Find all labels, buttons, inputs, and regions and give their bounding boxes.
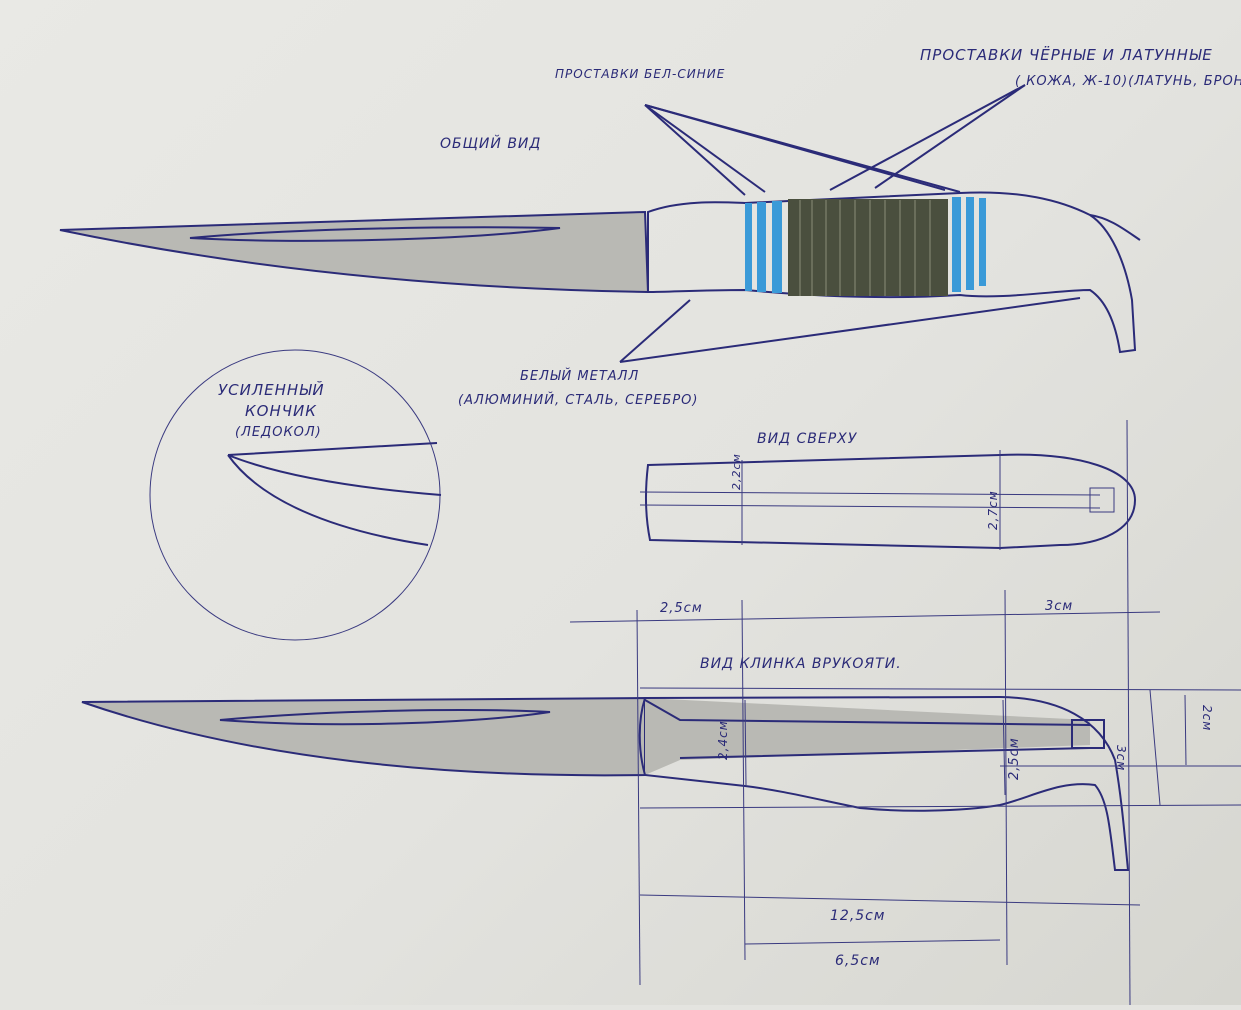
dim-top-width-rear: 2,7см (986, 490, 1000, 530)
label-spacers-white-blue: ПРОСТАВКИ БЕЛ-СИНИЕ (555, 67, 725, 81)
label-blade-in-handle: ВИД КЛИНКА ВРУКОЯТИ. (700, 656, 902, 672)
blade-in-handle-view: ВИД КЛИНКА ВРУКОЯТИ. 2,5см 3см 2,4см 2,5… (81, 419, 1241, 1006)
blade-fuller (189, 226, 561, 242)
blade (59, 210, 650, 294)
label-top-view: ВИД СВЕРХУ (757, 431, 858, 447)
label-white-metal-materials: (АЛЮМИНИЙ, СТАЛЬ, СЕРЕБРО) (458, 392, 698, 408)
label-tip-2: КОНЧИК (245, 402, 317, 420)
label-tip-3: (ЛЕДОКОЛ) (235, 425, 322, 440)
top-view: ВИД СВЕРХУ 2,2см 2,7см (639, 431, 1137, 550)
dim-pommel-height: 3см (1114, 745, 1128, 771)
spacer-stripes (799, 200, 931, 296)
dim-top-width-front: 2,2см (730, 453, 743, 490)
label-white-metal: БЕЛЫЙ МЕТАЛЛ (520, 368, 639, 384)
leader-arrows (619, 84, 1081, 363)
dim-handle-total-length: 12,5см (830, 908, 885, 924)
dim-handle-height-front: 2,4см (716, 720, 730, 760)
dim-grip-length: 6,5см (835, 953, 881, 969)
label-spacers-black-brass: ПРОСТАВКИ ЧЁРНЫЕ И ЛАТУННЫЕ (920, 45, 1213, 64)
dim-pommel-length: 3см (1045, 599, 1073, 614)
label-tip-1: УСИЛЕННЫЙ (218, 380, 325, 399)
spacers-black-brass (788, 199, 948, 296)
handle (647, 191, 1137, 354)
tang (645, 698, 1090, 775)
blade-2 (81, 696, 646, 777)
spacers-white-blue-front (745, 201, 782, 293)
knife-general-view: ОБЩИЙ ВИД ПРОСТАВКИ БЕЛ-СИНИЕ ПРОСТАВКИ … (59, 45, 1241, 408)
label-general-view: ОБЩИЙ ВИД (440, 134, 541, 152)
dim-tang-end-height: 2см (1200, 705, 1214, 731)
pommel-top (1089, 214, 1141, 241)
label-spacers-materials: ( КОЖА, Ж-10)(ЛАТУНЬ, БРОНЗА) (1015, 74, 1241, 89)
tip-detail: УСИЛЕННЫЙ КОНЧИК (ЛЕДОКОЛ) (149, 349, 442, 641)
dim-guard-length: 2,5см (660, 601, 703, 616)
spacers-white-blue-rear (952, 197, 986, 292)
dim-handle-height-rear: 2,5см (1007, 737, 1022, 780)
